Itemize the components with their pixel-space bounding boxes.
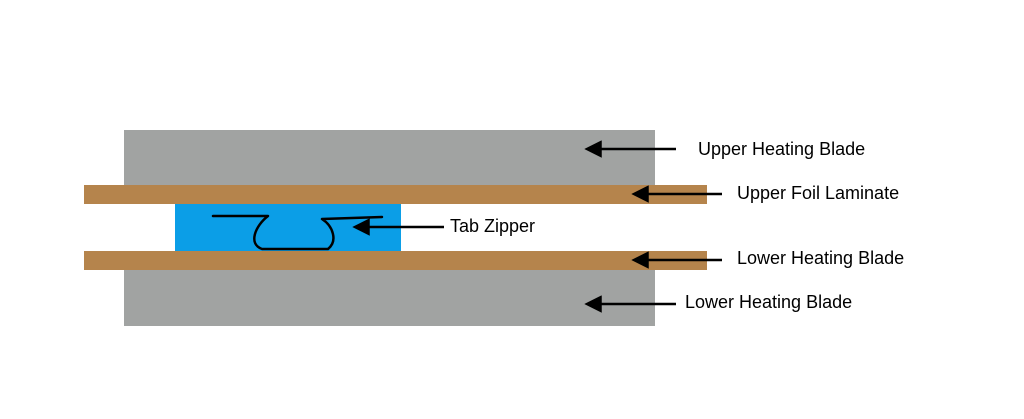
upper-foil-laminate (84, 185, 707, 204)
label-lower-heating-blade: Lower Heating Blade (685, 292, 853, 312)
zipper-profile-line (211, 214, 384, 251)
lower-foil-laminate (84, 251, 707, 270)
label-upper-heating-blade: Upper Heating Blade (698, 139, 866, 159)
label-tab-zipper: Tab Zipper (450, 216, 536, 236)
upper-heating-blade (124, 130, 655, 185)
label-upper-foil-laminate: Upper Foil Laminate (737, 183, 900, 203)
tab-zipper-block (175, 204, 401, 251)
lower-heating-blade (124, 270, 655, 326)
label-lower-foil: Lower Heating Blade (737, 248, 905, 268)
